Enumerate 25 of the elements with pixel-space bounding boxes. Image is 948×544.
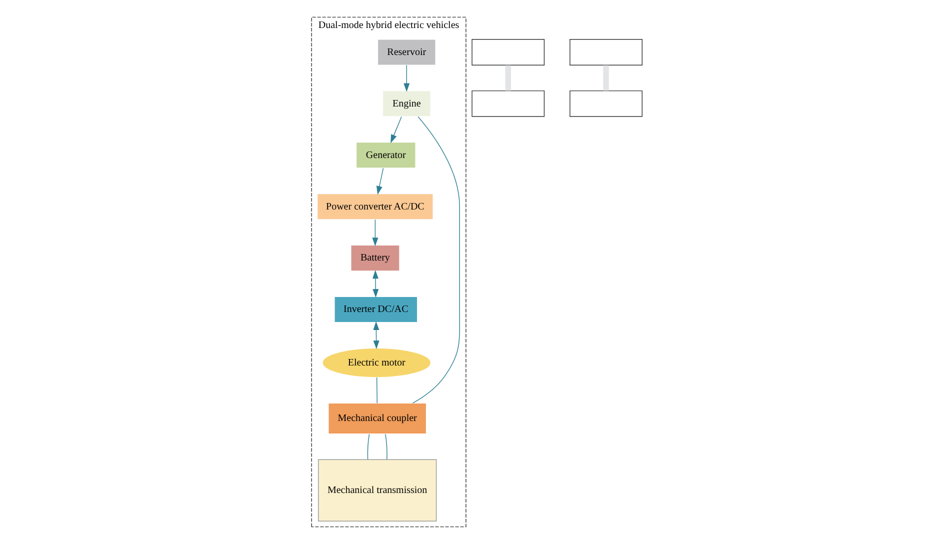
arrow (390, 116, 402, 144)
arrow (376, 168, 384, 195)
node-box: Reservoir (377, 39, 436, 66)
node-box (472, 39, 545, 66)
node-box: Engine (382, 90, 431, 117)
node-box (472, 90, 545, 117)
node-box (570, 39, 642, 66)
arrow (373, 321, 380, 350)
node-box (570, 90, 642, 117)
node-box: Inverter DC/AC (334, 296, 418, 323)
connector (385, 434, 388, 460)
connector (367, 434, 370, 460)
connector (603, 65, 609, 91)
connector (505, 65, 511, 91)
connector (376, 377, 378, 404)
node-ellipse: Electric motor (322, 348, 432, 378)
node-box: Power converter AC/DC (316, 193, 434, 220)
arrow (372, 270, 379, 298)
node-box: Generator (356, 142, 416, 168)
node-box: Mechanical transmission (318, 459, 437, 522)
node-box: Mechanical coupler (328, 402, 427, 434)
connector (412, 116, 460, 404)
node-box: Battery (350, 244, 400, 272)
arrow (404, 64, 410, 92)
arrow (372, 219, 378, 246)
